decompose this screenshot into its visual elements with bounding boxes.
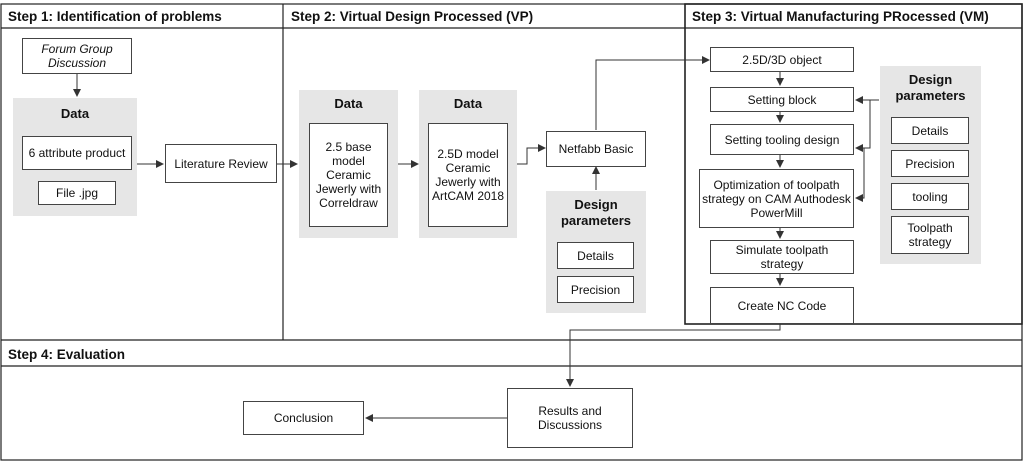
arrow-nc-to-results	[566, 324, 781, 387]
vp-details-box: Details	[557, 242, 634, 269]
setting-tooling-design-box: Setting tooling design	[710, 124, 854, 155]
arrow-netfabb-to-object	[595, 56, 710, 130]
step1-data-label: Data	[60, 106, 90, 121]
step4-header: Step 4: Evaluation	[8, 347, 126, 362]
literature-review-box: Literature Review	[165, 144, 277, 183]
base-model-correldraw-box: 2.5 base model Ceramic Jewerly with Corr…	[309, 123, 388, 227]
arrow-data2-to-netfabb	[517, 144, 546, 165]
model-artcam-box: 2.5D model Ceramic Jewerly with ArtCAM 2…	[428, 123, 508, 227]
vp-data2-label: Data	[453, 96, 483, 111]
netfabb-basic-box: Netfabb Basic	[546, 131, 646, 167]
vp-data1-label: Data	[334, 96, 363, 111]
arrow-params-to-optimization	[855, 99, 879, 202]
step3-frame	[684, 3, 1023, 325]
setting-block-box: Setting block	[710, 87, 854, 112]
attribute-product-box: 6 attribute product	[22, 136, 132, 170]
vm-toolpath-strategy-box: Toolpath strategy	[891, 216, 969, 254]
vp-precision-box: Precision	[557, 276, 634, 303]
vm-design-parameters-label: Design parameters	[895, 72, 966, 103]
vm-details-box: Details	[891, 117, 969, 144]
vp-design-parameters-label: Design parameters	[560, 197, 632, 228]
step2-header: Step 2: Virtual Design Processed (VP)	[291, 9, 534, 24]
results-discussions-box: Results and Discussions	[507, 388, 633, 448]
frame-lines	[0, 3, 1023, 461]
vm-tooling-box: tooling	[891, 183, 969, 210]
conclusion-box: Conclusion	[243, 401, 364, 435]
create-nc-code-box: Create NC Code	[710, 287, 854, 324]
simulate-toolpath-box: Simulate toolpath strategy	[710, 240, 854, 274]
step3-header: Step 3: Virtual Manufacturing PRocessed …	[692, 9, 989, 24]
file-jpg-box: File .jpg	[38, 181, 116, 205]
step1-header: Step 1: Identification of problems	[8, 9, 222, 24]
object-25d-3d-box: 2.5D/3D object	[710, 47, 854, 72]
vm-precision-box: Precision	[891, 150, 969, 177]
forum-group-discussion-box: Forum Group Discussion	[22, 38, 132, 74]
toolpath-optimization-box: Optimization of toolpath strategy on CAM…	[699, 169, 854, 228]
